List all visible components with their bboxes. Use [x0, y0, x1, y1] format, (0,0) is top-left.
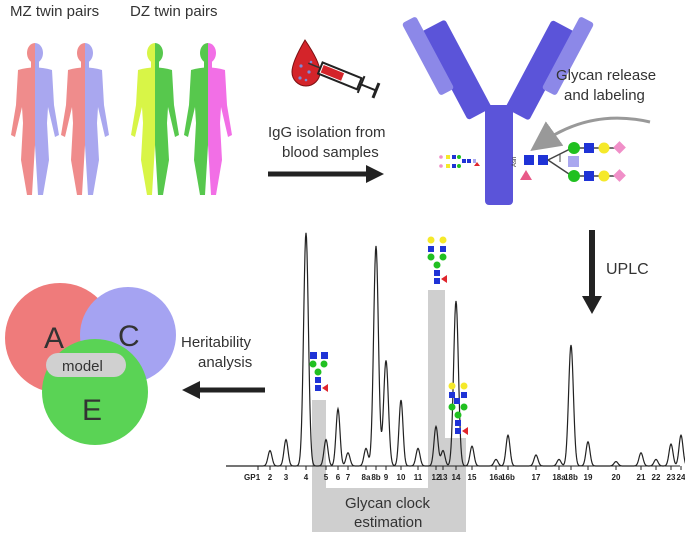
model-pill — [46, 353, 126, 377]
peak-6-glycan-icon — [309, 352, 328, 392]
peak-label-16b: 16b — [501, 473, 515, 482]
glycan-clock-label-1: Glycan clock — [345, 495, 431, 512]
component-e-label: E — [82, 394, 102, 427]
glycan-release-curved-arrow — [530, 116, 651, 152]
model-label: model — [62, 358, 103, 375]
glycan-clock-highlight — [312, 290, 466, 532]
uplc-arrow-down — [582, 230, 602, 314]
glycan-release-label-1: Glycan release — [556, 67, 656, 84]
igg-antibody-icon — [402, 17, 594, 205]
peak-label-20: 20 — [612, 473, 621, 482]
process-arrow-left — [182, 381, 265, 399]
peak-label-16a: 16a — [489, 473, 503, 482]
peak-label-12: 12 — [432, 473, 441, 482]
peak-14-glycan-icon — [427, 236, 447, 284]
peak-15-glycan-icon — [448, 382, 468, 435]
igg-isolation-label-1: IgG isolation from — [268, 124, 386, 141]
peak-label-5: 5 — [324, 473, 329, 482]
dz-twin-1-figure — [131, 43, 179, 195]
process-arrow-right — [268, 165, 384, 183]
heritability-label-1: Heritability — [181, 334, 252, 351]
peak-label-4: 4 — [304, 473, 309, 482]
peak-label-GP: GP — [244, 473, 256, 482]
peak-label-23: 23 — [667, 473, 676, 482]
peak-label-6: 6 — [336, 473, 341, 482]
peak-label-14: 14 — [452, 473, 461, 482]
peak-label-19: 19 — [584, 473, 593, 482]
peak-label-2: 2 — [268, 473, 273, 482]
released-glycan-small-icon — [439, 155, 480, 168]
glycan-release-label-2: and labeling — [564, 87, 645, 104]
peak-label-17: 17 — [532, 473, 541, 482]
peak-label-22: 22 — [652, 473, 661, 482]
peak-label-18b: 18b — [564, 473, 578, 482]
peak-label-8a: 8a — [362, 473, 371, 482]
chromatogram-trace — [226, 232, 685, 467]
heritability-label-2: analysis — [198, 354, 252, 371]
attached-glycan-icon: Asn — [512, 141, 626, 182]
syringe-icon — [307, 61, 381, 99]
peak-label-9: 9 — [384, 473, 389, 482]
peak-label-24: 24 — [677, 473, 685, 482]
peak-label-18a: 18a — [552, 473, 566, 482]
igg-isolation-label-2: blood samples — [282, 144, 379, 161]
glycan-clock-label-2: estimation — [354, 514, 422, 531]
svg-text:Asn: Asn — [512, 157, 518, 167]
peak-label-21: 21 — [637, 473, 646, 482]
peak-label-1: 1 — [256, 473, 261, 482]
peak-label-7: 7 — [346, 473, 351, 482]
peak-label-13: 13 — [439, 473, 448, 482]
ace-model-diagram: A C E model — [5, 283, 176, 445]
peak-label-10: 10 — [397, 473, 406, 482]
dz-twins-label: DZ twin pairs — [130, 3, 218, 20]
peak-label-8b: 8b — [371, 473, 380, 482]
peak-label-11: 11 — [414, 473, 423, 482]
mz-twins-label: MZ twin pairs — [10, 3, 99, 20]
mz-twin-2-figure — [61, 43, 109, 195]
mz-twin-1-figure — [11, 43, 59, 195]
peak-label-15: 15 — [468, 473, 477, 482]
dz-twin-2-figure — [184, 43, 232, 195]
blood-drop-icon — [291, 39, 321, 87]
component-a-label: A — [44, 322, 64, 355]
component-c-label: C — [118, 320, 140, 353]
uplc-label: UPLC — [606, 261, 649, 278]
peak-label-3: 3 — [284, 473, 289, 482]
